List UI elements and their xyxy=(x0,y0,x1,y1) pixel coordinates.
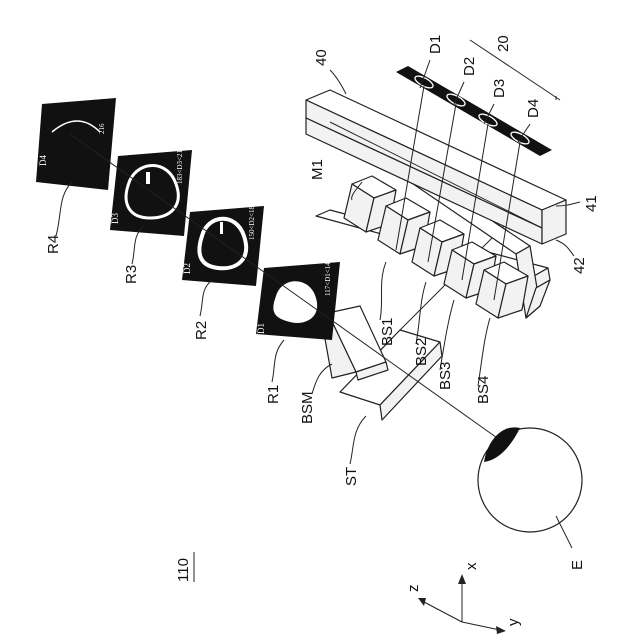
label-42: 42 xyxy=(571,257,588,274)
label-d1: D1 xyxy=(427,35,444,54)
label-r4: R4 xyxy=(45,235,62,254)
axis-y-label: y xyxy=(505,618,522,626)
axes-triad: x z y xyxy=(405,562,522,634)
label-bs3: BS3 xyxy=(437,362,454,390)
retina-image-r1: D1 117<D1<149 xyxy=(256,258,340,340)
r1-tag: D1 xyxy=(256,323,266,334)
label-m1: M1 xyxy=(309,159,326,180)
figure-number-text: 110 xyxy=(175,558,192,582)
label-e: E xyxy=(569,560,586,570)
r2-range: 150<D2<182 xyxy=(248,202,256,240)
label-r3: R3 xyxy=(123,265,140,284)
r4-range: 216 xyxy=(98,123,106,134)
r1-range: 117<D1<149 xyxy=(324,258,332,296)
r3-range: 183<D3<215 xyxy=(176,146,184,184)
label-40: 40 xyxy=(313,49,330,66)
r3-tag: D3 xyxy=(110,213,120,224)
label-41: 41 xyxy=(583,195,600,212)
retina-image-r2: D2 150<D2<182 xyxy=(182,202,264,286)
r4-tag: D4 xyxy=(38,155,48,166)
label-d4: D4 xyxy=(525,99,542,118)
label-bsm: BSM xyxy=(299,391,316,424)
label-bs2: BS2 xyxy=(413,338,430,366)
label-d3: D3 xyxy=(491,79,508,98)
axis-z-label: z xyxy=(405,585,422,593)
label-bs1: BS1 xyxy=(379,318,396,346)
label-r1: R1 xyxy=(265,385,282,404)
axis-x-label: x xyxy=(463,562,480,570)
label-st: ST xyxy=(343,467,360,486)
label-bs4: BS4 xyxy=(475,376,492,404)
label-d2: D2 xyxy=(461,57,478,76)
eye-e xyxy=(478,427,582,548)
label-r2: R2 xyxy=(193,321,210,340)
label-20: 20 xyxy=(495,35,512,52)
r2-tag: D2 xyxy=(182,263,192,274)
retina-image-r4: D4 216 xyxy=(36,98,116,190)
retina-image-r3: D3 183<D3<215 xyxy=(110,146,192,236)
figure-number: 110 xyxy=(175,552,194,582)
